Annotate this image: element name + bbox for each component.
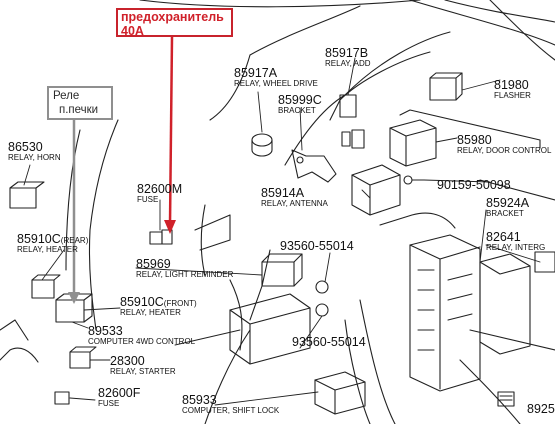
part-desc: RELAY, WHEEL DRIVE bbox=[234, 79, 318, 88]
bracket-85999c-icon bbox=[291, 149, 337, 183]
fuse-40a-pointer bbox=[164, 36, 176, 234]
relay-85969-icon bbox=[261, 253, 303, 287]
part-label: 8925 bbox=[527, 402, 555, 416]
relay-85980-icon bbox=[389, 119, 437, 167]
part-desc: RELAY, ANTENNA bbox=[261, 199, 329, 208]
part-number: 85910C bbox=[120, 295, 164, 309]
part-desc: RELAY, HEATER bbox=[120, 308, 181, 317]
callout-line: Реле bbox=[53, 90, 80, 102]
relay-85914a-icon bbox=[351, 164, 401, 216]
screw-93560-icon bbox=[315, 280, 329, 317]
part-number-with-qualifier: 85910C(REAR) bbox=[17, 232, 89, 246]
relay-82641-icon bbox=[534, 251, 555, 273]
part-number: 85969 bbox=[136, 257, 171, 271]
fuse-82600f-icon bbox=[54, 391, 70, 405]
part-label: 85910C(FRONT)RELAY, HEATER bbox=[120, 295, 197, 317]
part-number: 28300 bbox=[110, 354, 145, 368]
part-label: 93560-55014 bbox=[280, 239, 354, 253]
part-number: 8925 bbox=[527, 402, 555, 416]
leader-lines bbox=[23, 57, 541, 406]
part-desc: BRACKET bbox=[278, 106, 316, 115]
part-number: 90159-50098 bbox=[437, 178, 511, 192]
callout-line: предохранитель bbox=[121, 10, 224, 24]
computer-89533-icon bbox=[229, 293, 311, 365]
part-number: 82600M bbox=[137, 182, 182, 196]
part-desc: BRACKET bbox=[486, 209, 524, 218]
part-label: 85910C(REAR)RELAY, HEATER bbox=[17, 232, 89, 254]
heater-relay-pointer bbox=[68, 120, 80, 304]
relay-85917b-icon bbox=[339, 94, 365, 149]
fuse-40a-callout: предохранитель 40A bbox=[116, 8, 233, 38]
connector-8925-icon bbox=[497, 391, 515, 407]
part-number: 85980 bbox=[457, 133, 492, 147]
part-desc: RELAY, LIGHT REMINDER bbox=[136, 270, 234, 279]
part-number: 93560-55014 bbox=[280, 239, 354, 253]
part-number: 82600F bbox=[98, 386, 141, 400]
relay-85917a-icon bbox=[251, 133, 273, 157]
part-number: 85917A bbox=[234, 66, 278, 80]
part-desc: RELAY, INTERG bbox=[486, 243, 545, 252]
part-desc: COMPUTER 4WD CONTROL bbox=[88, 337, 196, 346]
part-number: 81980 bbox=[494, 78, 529, 92]
part-desc: RELAY, HORN bbox=[8, 153, 61, 162]
relay-starter-28300-icon bbox=[69, 346, 97, 369]
part-desc: COMPUTER, SHIFT LOCK bbox=[182, 406, 280, 415]
part-desc: RELAY, DOOR CONTROL bbox=[457, 146, 552, 155]
part-qualifier: (FRONT) bbox=[164, 299, 197, 308]
part-number: 85917B bbox=[325, 46, 368, 60]
relay-heater-rear-icon bbox=[31, 274, 61, 299]
callout-line: 40A bbox=[121, 24, 144, 38]
callout-line: п.печки bbox=[59, 104, 99, 116]
part-number: 85999C bbox=[278, 93, 322, 107]
part-number: 85933 bbox=[182, 393, 217, 407]
part-number: 85924A bbox=[486, 196, 530, 210]
bolt-90159-icon bbox=[403, 175, 425, 185]
flasher-81980-icon bbox=[429, 72, 463, 101]
part-label: 93560-55014 bbox=[292, 335, 366, 349]
fuse-82600m-icon bbox=[149, 229, 173, 245]
part-qualifier: (REAR) bbox=[61, 236, 89, 245]
heater-relay-callout: Реле п.печки bbox=[47, 86, 113, 120]
junction-block-icon bbox=[409, 234, 481, 392]
part-number: 86530 bbox=[8, 140, 43, 154]
part-desc: RELAY, HEATER bbox=[17, 245, 78, 254]
part-desc: FLASHER bbox=[494, 91, 531, 100]
part-number: 85910C bbox=[17, 232, 61, 246]
part-number-with-qualifier: 85910C(FRONT) bbox=[120, 295, 197, 309]
computer-85933-icon bbox=[314, 371, 366, 415]
relay-horn-86530-icon bbox=[9, 181, 45, 209]
part-desc: RELAY, STARTER bbox=[110, 367, 176, 376]
part-label: 90159-50098 bbox=[437, 178, 511, 192]
part-desc: FUSE bbox=[137, 195, 158, 204]
part-number: 93560-55014 bbox=[292, 335, 366, 349]
part-number: 85914A bbox=[261, 186, 305, 200]
part-desc: FUSE bbox=[98, 399, 119, 408]
bracket-85924a-icon bbox=[479, 253, 531, 355]
part-desc: RELAY, ADD bbox=[325, 59, 371, 68]
part-number: 82641 bbox=[486, 230, 521, 244]
part-number: 89533 bbox=[88, 324, 123, 338]
